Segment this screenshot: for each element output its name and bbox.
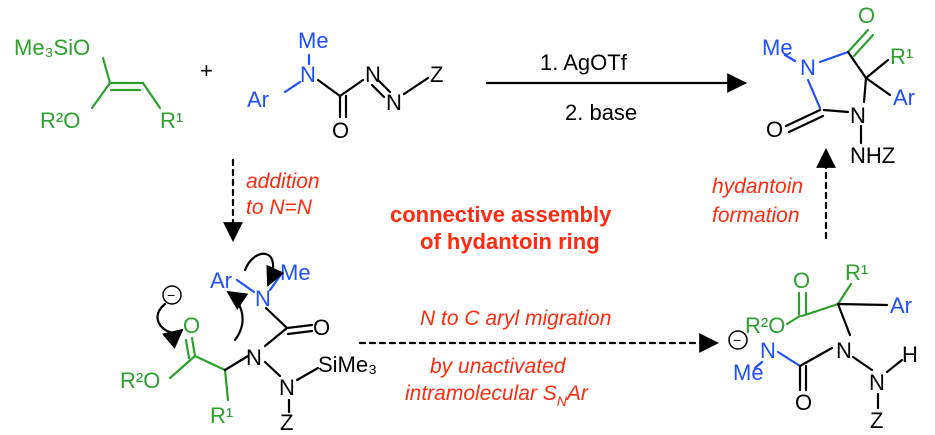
label-hydantoin: hydantoin (712, 175, 803, 198)
product-nhz: NHZ (850, 143, 895, 168)
int-z: Z (280, 410, 293, 435)
snar-prefix: intramolecular S (405, 382, 557, 405)
int-ar: Ar (210, 268, 232, 293)
mig-alkoxy: R²O (745, 313, 785, 338)
o-label: O (332, 118, 349, 143)
n-azo1-label: N (365, 62, 381, 87)
n-azo2-label: N (386, 90, 402, 115)
r1-label: R¹ (160, 108, 183, 133)
int-o-label: O (183, 313, 200, 338)
mig-n-terminal: N (869, 370, 885, 395)
label-assembly-1: connective assembly (390, 202, 612, 227)
mig-charge-circle (728, 330, 748, 350)
mig-z: Z (870, 408, 883, 433)
label-unactivated: by unactivated (430, 355, 567, 378)
me-label: Me (298, 28, 329, 53)
enolate-intermediate: − O R²O R¹ Ar N Me O N N SiMe₃ Z (120, 252, 377, 435)
label-to-nn: to N=N (246, 196, 313, 219)
snar-suffix: Ar (565, 382, 589, 405)
curved-arrow-aryl (243, 252, 285, 287)
mig-o-bottom: O (795, 390, 812, 415)
int-o-carbonyl: O (313, 315, 330, 340)
mig-h: H (902, 342, 918, 367)
z-label: Z (430, 62, 443, 87)
migrated-intermediate: O R¹ R²O Ar − N Me O N N H Z (728, 260, 918, 433)
mig-n-hydrazide: N (836, 338, 852, 363)
product-o-left: O (766, 117, 783, 142)
negative-charge: − (167, 287, 175, 303)
curved-arrow-enolate (156, 302, 184, 349)
azocarboxamide: Me N Ar N N Z O (247, 28, 443, 143)
product-n1: N (850, 103, 866, 128)
int-me: Me (280, 260, 311, 285)
mig-negative-charge: − (733, 332, 741, 348)
mig-ar: Ar (890, 293, 912, 318)
product-n3: N (800, 55, 816, 80)
mig-o: O (793, 268, 810, 293)
mig-n-amide: N (760, 338, 776, 363)
n-amide-label: N (300, 62, 316, 87)
ar-label: Ar (247, 87, 269, 112)
condition-step1: 1. AgOTf (540, 50, 628, 75)
product-ar: Ar (893, 85, 915, 110)
label-migration: N to C aryl migration (420, 307, 611, 330)
tms-label: Me₃SiO (14, 35, 90, 60)
int-n-me: N (255, 286, 271, 311)
int-r1: R¹ (210, 403, 233, 428)
hydantoin-product: Me N O R¹ Ar O N NHZ (762, 3, 915, 168)
int-alkoxy: R²O (120, 368, 160, 393)
alkoxy-label: R²O (40, 108, 80, 133)
plus-sign: + (200, 58, 213, 83)
curved-arrow-attack (226, 290, 249, 342)
int-n1: N (246, 345, 262, 370)
silyl-ketene-acetal: Me₃SiO R²O R¹ (14, 35, 183, 133)
product-o-top: O (858, 3, 875, 28)
product-r1: R¹ (890, 44, 913, 69)
label-addition: addition (246, 170, 320, 193)
negative-charge-circle (162, 285, 182, 305)
label-formation: formation (712, 204, 800, 227)
snar-subscript: N (557, 393, 568, 409)
int-n2: N (279, 375, 295, 400)
int-sime3: SiMe₃ (318, 352, 377, 377)
condition-step2: 2. base (565, 100, 637, 125)
label-assembly-2: of hydantoin ring (420, 229, 600, 254)
mig-r1: R¹ (845, 260, 868, 285)
label-snar: intramolecular SNAr (405, 382, 589, 409)
